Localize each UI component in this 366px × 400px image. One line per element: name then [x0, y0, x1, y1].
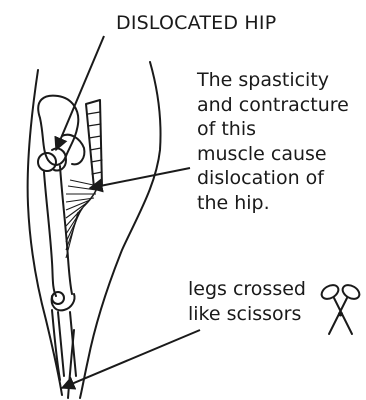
muscle-pointer-arrow [90, 168, 190, 188]
scissors-line: like scissors [188, 302, 306, 327]
spasticity-line: The spasticity [197, 68, 349, 93]
scissors-description: legs crossed like scissors [188, 277, 306, 326]
spasticity-line: dislocation of [197, 166, 349, 191]
pelvis-bone [38, 96, 78, 165]
femur-shaft-inner [60, 166, 72, 294]
spasticity-line: muscle cause [197, 142, 349, 167]
spasticity-line: and contracture [197, 93, 349, 118]
spasticity-line: of this [197, 117, 349, 142]
leg-outline-left [28, 70, 62, 395]
title-label: DISLOCATED HIP [116, 12, 276, 34]
femur-shaft [44, 172, 56, 296]
leg-outline-right [80, 62, 161, 398]
title-pointer-arrow [56, 36, 104, 150]
adductor-muscle [66, 180, 98, 258]
scissors-line: legs crossed [188, 277, 306, 302]
patella [52, 292, 64, 304]
spasticity-line: the hip. [197, 191, 349, 216]
scissors-pointer-arrow [62, 330, 200, 388]
spasticity-description: The spasticity and contracture of this m… [197, 68, 349, 215]
scissors-icon [319, 282, 362, 334]
